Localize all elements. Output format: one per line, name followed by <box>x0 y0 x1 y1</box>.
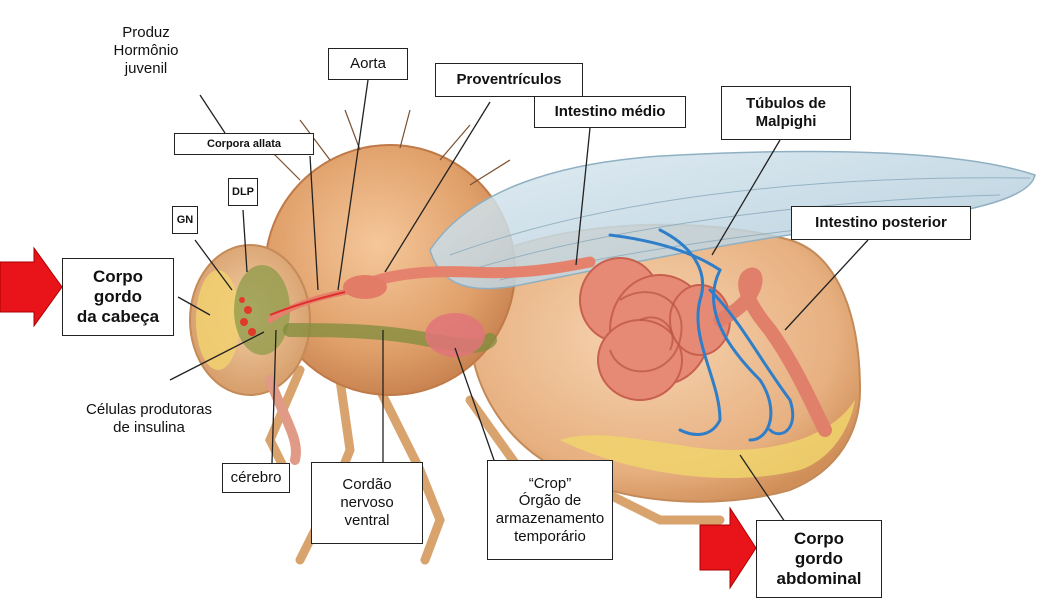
label-dlp: DLP <box>228 178 258 206</box>
label-aorta: Aorta <box>328 48 408 80</box>
label-tubulos-malpighi: Túbulos de Malpighi <box>721 86 851 140</box>
label-corpora-allata: Corpora allata <box>174 133 314 155</box>
label-celulas-insulina: Células produtoras de insulina <box>56 401 242 437</box>
label-hormonio-juvenil: Produz Hormônio juvenil <box>96 24 196 78</box>
label-cordao-nervoso: Cordão nervoso ventral <box>311 462 423 544</box>
label-gn: GN <box>172 206 198 234</box>
label-crop: “Crop” Órgão de armazenamento temporário <box>487 460 613 560</box>
label-corpo-gordo-abdominal: Corpo gordo abdominal <box>756 520 882 598</box>
label-cerebro: cérebro <box>222 463 290 493</box>
label-corpo-gordo-cabeca: Corpo gordo da cabeça <box>62 258 174 336</box>
label-intestino-posterior: Intestino posterior <box>791 206 971 240</box>
proventriculus <box>343 275 387 299</box>
arrow-icon-head <box>0 248 62 326</box>
label-intestino-medio: Intestino médio <box>534 96 686 128</box>
label-proventriculos: Proventrículos <box>435 63 583 97</box>
crop <box>425 313 485 357</box>
